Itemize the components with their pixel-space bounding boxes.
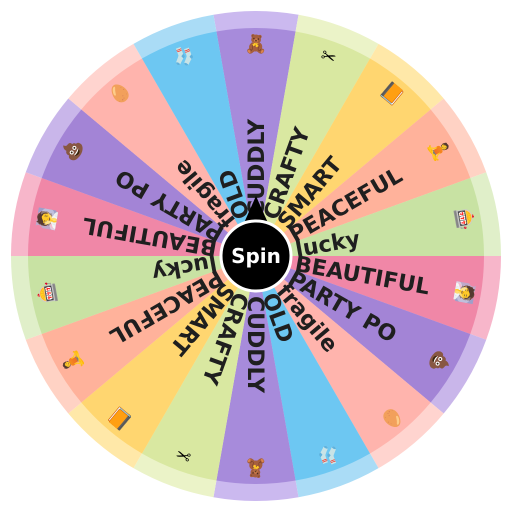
segment-label-group: 🧸 CUDDLY — [242, 296, 267, 479]
wheel-segment-peaceful — [256, 109, 471, 256]
segment-label: CUDDLY — [242, 296, 267, 394]
spin-button-circle[interactable] — [219, 219, 293, 293]
teddy-bear-icon: 🧸 — [245, 457, 267, 479]
face-mask-icon: 🧖 — [453, 280, 478, 306]
wheel-segment-old — [142, 31, 256, 257]
slot-machine-icon: 🎰 — [453, 206, 478, 232]
wheel-segment-peaceful — [41, 256, 256, 403]
wheel-segment-fragile — [81, 58, 256, 256]
wheel-segment-party-po — [256, 256, 471, 403]
spin-button-label: Spin — [231, 244, 281, 268]
wheel-segment-party-po — [41, 109, 256, 256]
wheel-segments — [28, 27, 484, 485]
wheel-segment-smart — [256, 58, 431, 256]
scissors-icon: ✂ — [173, 443, 194, 467]
wheel-segment-crafty — [142, 256, 256, 481]
wheel-segment-old — [256, 256, 370, 481]
wheel-segment-crafty — [256, 31, 370, 257]
wheel-segment-cuddly — [216, 27, 296, 256]
wheel-segment-beautiful — [28, 178, 256, 256]
wheel-segment-lucky — [28, 256, 256, 334]
teddy-bear-icon: 🧸 — [245, 33, 267, 55]
wheel-segment-fragile — [256, 256, 431, 454]
spin-button[interactable]: Spin — [219, 196, 293, 293]
wheel-segment-smart — [81, 256, 256, 454]
wheel-segment-beautiful — [256, 256, 484, 334]
wheel-segment-cuddly — [216, 256, 296, 485]
wheel-segment-lucky — [256, 178, 484, 256]
scissors-icon: ✂ — [318, 45, 339, 69]
slot-machine-icon: 🎰 — [34, 280, 59, 306]
face-mask-icon: 🧖 — [34, 206, 59, 232]
